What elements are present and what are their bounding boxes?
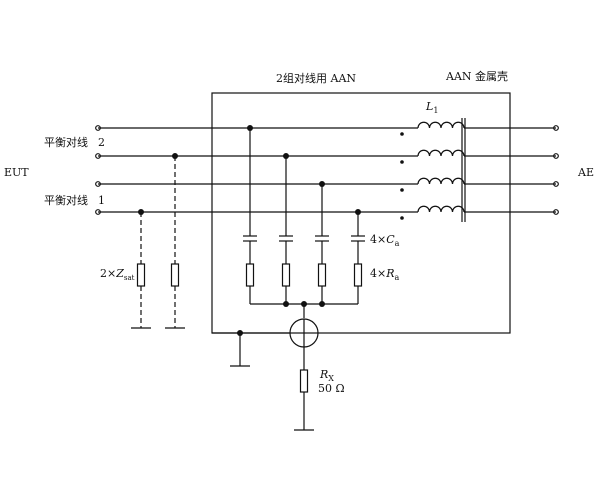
zsat-resistor-1	[136, 263, 146, 287]
aan-title: 2组对线用 AAN	[276, 71, 356, 85]
pair-2-text: 平衡对线	[44, 135, 88, 149]
choke-polarity-dots	[400, 132, 404, 220]
terminal-ae-1	[553, 125, 559, 131]
resistor-label: 4×Ra	[370, 267, 400, 282]
pair-2-number: 2	[98, 136, 105, 149]
pair-1-number: 1	[98, 194, 105, 207]
junction-dots	[138, 125, 361, 336]
inductor-label: L1	[425, 100, 438, 115]
zsat-label: 2×Zsat	[100, 267, 135, 282]
terminal-ae-4	[553, 209, 559, 215]
choke-l1	[417, 113, 466, 222]
rx-value: 50 Ω	[318, 382, 345, 395]
leg-3	[315, 184, 329, 304]
aan-enclosure-label: AAN 金属壳	[445, 69, 508, 83]
terminal-ae-3	[553, 181, 559, 187]
zsat-branches	[140, 156, 176, 328]
pair-1-text: 平衡对线	[44, 193, 88, 207]
aan-enclosure-box	[211, 92, 511, 334]
rx-resistor	[299, 369, 309, 393]
ae-label: AE	[577, 166, 594, 179]
terminal-eut-3	[95, 181, 101, 187]
zsat-resistor-2	[170, 263, 180, 287]
leg-1	[243, 128, 257, 304]
leg-2	[279, 156, 293, 304]
capacitor-label: 4×Ca	[370, 233, 400, 248]
terminal-eut-1	[95, 125, 101, 131]
terminal-eut-4	[95, 209, 101, 215]
terminal-ae-2	[553, 153, 559, 159]
terminal-eut-2	[95, 153, 101, 159]
eut-label: EUT	[4, 166, 29, 179]
rx-label: RX	[319, 368, 334, 383]
leg-4	[351, 212, 365, 304]
